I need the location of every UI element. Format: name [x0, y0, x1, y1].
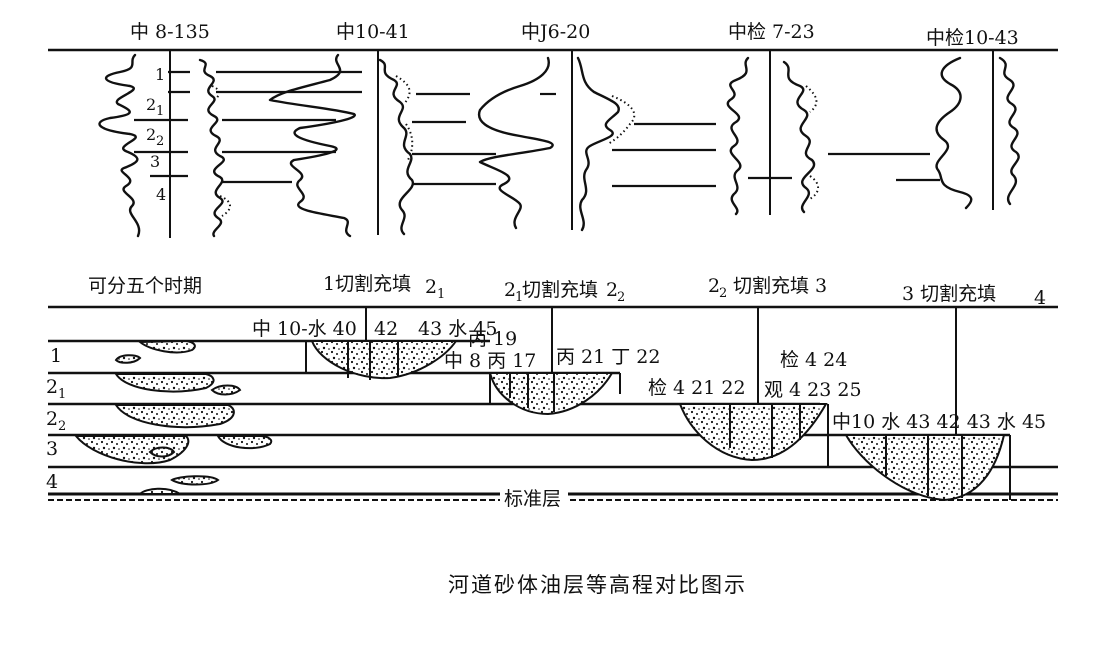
well-name-label: 中检 7-23: [728, 21, 815, 43]
sand-lens: [137, 339, 196, 354]
resistivity-log-curve: [198, 58, 225, 238]
sp-log-curve: [935, 56, 973, 210]
phase-header-digit: 4: [1034, 287, 1046, 309]
layer-number: 2: [146, 95, 156, 114]
sand-lens: [137, 487, 184, 495]
layer-number-sub: 2: [156, 134, 164, 149]
layer-label: 3: [46, 438, 58, 460]
phase-header-digit: 2: [606, 279, 618, 301]
resistivity-log-curve: [782, 60, 816, 214]
well-log-panel: 中 8-135 中10-41 中J6-20 中检 7-23 中检10-43 1 …: [48, 21, 1058, 238]
sand-lens: [114, 354, 142, 364]
sand-lens: [170, 475, 220, 486]
layer-label: 4: [46, 471, 58, 493]
channel-fill-phase-3: [678, 403, 828, 462]
well-label: 中10 水 43 42 43 水 45: [832, 411, 1046, 433]
well-name-label: 中检10-43: [926, 27, 1019, 49]
layer-label-sub: 1: [58, 387, 66, 402]
phase-header: 1切割充填: [323, 273, 411, 295]
sp-log-curve: [98, 53, 141, 238]
resistivity-log-curve: [576, 56, 620, 232]
phase-header-digit: 2: [425, 276, 437, 298]
log-dotted-curve: [395, 75, 414, 161]
phase-header-sub: 1: [515, 290, 523, 305]
marker-bed-label-bg: [500, 486, 568, 508]
well-label: 中 10-水 40: [252, 318, 357, 340]
log-dotted-curve: [805, 85, 819, 201]
well-label: 观 4 23 25: [764, 379, 862, 401]
well-label: 检 4 24: [780, 349, 847, 371]
layer-number: 3: [150, 152, 160, 171]
layer-number-sub: 1: [156, 104, 164, 119]
cut-fill-section: 可分五个时期 1切割充填 2 1 2 1 切割充填 2 2 2 2 切割充填 3…: [46, 273, 1058, 510]
sand-lens: [216, 435, 273, 450]
phase-header-digit: 2: [708, 275, 720, 297]
phase-header-sub: 2: [719, 286, 727, 301]
phase-header-digit: 2: [504, 279, 516, 301]
phase-header: 切割充填 3: [733, 275, 827, 297]
layer-label: 1: [50, 345, 62, 367]
layer-label: 2: [46, 376, 58, 398]
phase-header: 切割充填: [522, 279, 598, 301]
layer-label-sub: 2: [58, 419, 66, 434]
phase-header: 3 切割充填: [902, 283, 996, 305]
layer-correlation-lines: [134, 70, 940, 188]
well-label: 43 水 45: [418, 318, 497, 340]
sand-lens: [114, 373, 215, 393]
sand-lens: [114, 404, 235, 429]
sand-lens: [148, 446, 176, 458]
well-label: 丙 19: [468, 328, 517, 350]
log-dotted-curve: [607, 95, 636, 145]
sp-log-curve: [268, 53, 356, 238]
sand-lens: [210, 384, 242, 396]
marker-bed-label: 标准层: [504, 488, 561, 510]
well-label: 42: [374, 318, 398, 340]
well-label: 中 8 丙 17: [444, 350, 536, 372]
figure-caption: 河道砂体油层等高程对比图示: [448, 573, 747, 597]
well-name-label: 中J6-20: [521, 21, 590, 43]
phase-header-sub: 1: [437, 287, 445, 302]
well-label: 丙 21 丁 22: [556, 346, 660, 368]
layer-number: 2: [146, 125, 156, 144]
layer-number: 1: [155, 65, 165, 84]
well-name-label: 中 8-135: [130, 21, 210, 43]
phase-header-sub: 2: [617, 290, 625, 305]
sp-log-curve: [477, 56, 554, 230]
resistivity-log-curve: [378, 58, 415, 236]
phase-header: 可分五个时期: [88, 275, 202, 297]
channel-fill-phase-2: [488, 372, 614, 416]
resistivity-log-curve: [998, 56, 1020, 206]
layer-number: 4: [156, 185, 166, 204]
well-name-label: 中10-41: [336, 21, 410, 43]
well-label: 检 4 21 22: [648, 377, 746, 399]
layer-label: 2: [46, 408, 58, 430]
sp-log-curve: [726, 56, 750, 216]
